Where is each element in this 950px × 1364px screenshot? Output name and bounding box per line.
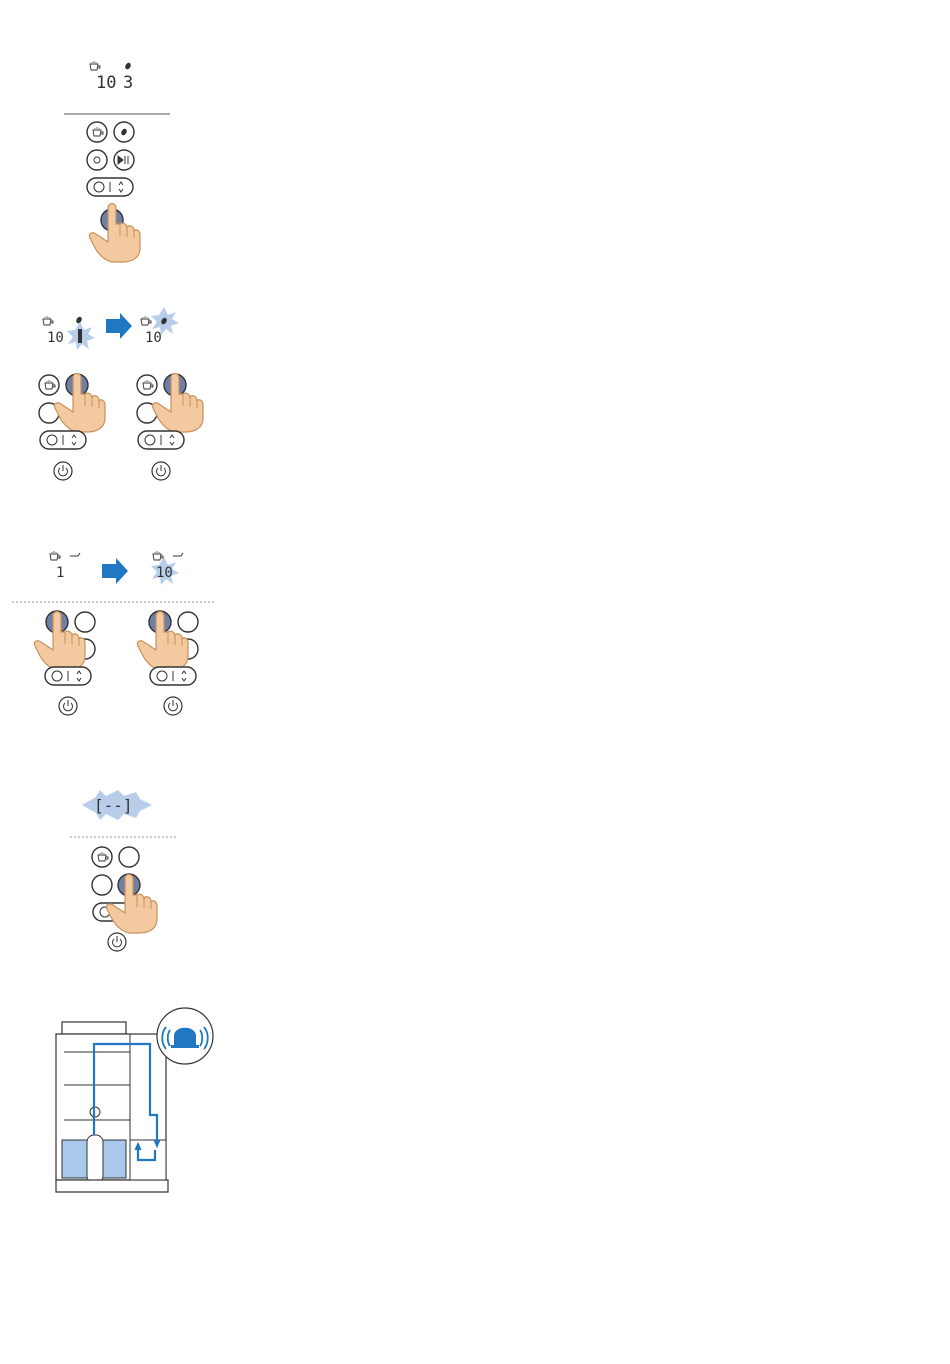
grind-button[interactable] (87, 150, 107, 170)
hand-pointer-icon (54, 374, 105, 433)
power-button[interactable] (164, 697, 182, 715)
step4-panel: [--] (70, 790, 176, 951)
carafe (87, 1135, 103, 1183)
power-button[interactable] (54, 462, 72, 480)
cup-button[interactable] (137, 375, 157, 395)
cup-icon (141, 316, 151, 325)
strength-button[interactable] (119, 847, 139, 867)
bean-icon (75, 316, 83, 325)
step1-strength-value: 3 (123, 73, 133, 93)
coffee-machine-illustration (56, 1008, 213, 1192)
step1-display: 10 3 (90, 61, 133, 93)
blinking-digit (78, 329, 82, 343)
arrow-right-icon (102, 558, 128, 584)
cup-icon (90, 61, 100, 70)
step3-panel: 1 10 (12, 551, 214, 715)
clock-updown-control[interactable] (150, 667, 196, 685)
play-pause-button[interactable] (114, 150, 134, 170)
cup-icon (43, 316, 53, 325)
strength-button[interactable] (178, 612, 198, 632)
step1-panel: 10 3 (64, 61, 170, 262)
arrow-right-icon (106, 313, 132, 339)
power-button[interactable] (59, 697, 77, 715)
cup-button[interactable] (39, 375, 59, 395)
step2-before-cups-value: 10 (47, 330, 64, 346)
bell-icon (174, 1028, 196, 1045)
bean-icon (124, 62, 132, 71)
power-button[interactable] (108, 933, 126, 951)
cup-button[interactable] (87, 122, 107, 142)
hand-pointer-icon (152, 374, 203, 433)
hand-pointer-icon (89, 204, 140, 263)
clock-updown-control[interactable] (87, 178, 133, 196)
machine-base (56, 1180, 168, 1192)
step1-control-panel (87, 122, 140, 262)
step3-before-value: 1 (56, 565, 64, 581)
step1-cups-value: 10 (96, 73, 116, 93)
cup-button[interactable] (92, 847, 112, 867)
cup-icon (153, 551, 163, 560)
machine-lid (62, 1022, 126, 1034)
step4-display-value: [--] (94, 796, 133, 815)
grind-button[interactable] (92, 875, 112, 895)
strength-button[interactable] (75, 612, 95, 632)
clock-updown-control[interactable] (40, 431, 86, 449)
step2-panel: 10 10 (39, 307, 203, 480)
cup-icon (50, 551, 60, 560)
step3-after-value: 10 (156, 565, 173, 581)
spoon-icon (173, 553, 183, 556)
power-button[interactable] (152, 462, 170, 480)
spoon-icon (70, 553, 80, 556)
clock-updown-control[interactable] (138, 431, 184, 449)
step2-after-cups-value: 10 (145, 330, 162, 346)
clock-updown-control[interactable] (45, 667, 91, 685)
